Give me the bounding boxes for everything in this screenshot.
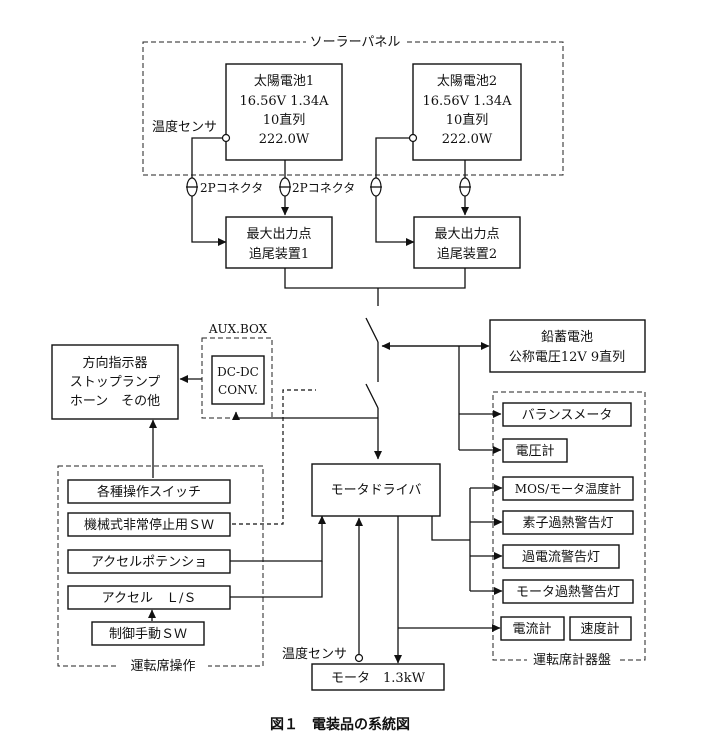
accessories-line1: 方向指示器: [82, 355, 147, 371]
ammeter-box: [500, 616, 565, 641]
balance-meter-label: バランスメータ: [522, 408, 613, 423]
ammeter-label: 電流計: [512, 621, 551, 637]
accelerator-ls-box: [67, 585, 231, 610]
balance-meter-box: [502, 402, 632, 427]
voltmeter-label: 電圧計: [515, 443, 554, 459]
mppt-1-box: [225, 216, 333, 269]
accelerator-pot-box: [67, 549, 231, 574]
battery-line1: 鉛蓄電池: [541, 330, 593, 345]
dcdc-line2: CONV.: [218, 383, 258, 397]
emergency-stop-switch-box: [67, 512, 231, 537]
aux-box-label: AUX.BOX: [208, 322, 268, 336]
overcurrent-warning-box: [502, 544, 620, 569]
solar-cell-2-spec: 16.56V 1.34A: [422, 94, 512, 109]
temperature-meter-label: MOS/モータ温度計: [515, 481, 621, 496]
solar-cell-2-box: [412, 63, 522, 161]
solar-cell-1-series: 10直列: [263, 113, 306, 128]
driver-ops-group-label: 運転席操作: [130, 658, 195, 674]
accessories-box: [51, 344, 179, 420]
speedometer-label: 速度計: [580, 621, 619, 637]
motor-driver-box: [311, 463, 441, 517]
solar-cell-1-spec: 16.56V 1.34A: [239, 94, 329, 109]
solar-temp-sensor-node: [221, 133, 231, 143]
motor-box: [311, 663, 445, 691]
speedometer-box: [569, 616, 632, 641]
accelerator-pot-label: アクセルポテンショ: [91, 555, 207, 570]
connector1-label: 2Pコネクタ: [200, 181, 263, 195]
battery-box: [489, 319, 646, 373]
overcurrent-warning-label: 過電流警告灯: [522, 549, 600, 565]
solar-cell-1-power: 222.0W: [259, 132, 310, 147]
accessories-line3: ホーン その他: [70, 394, 160, 409]
motor-overheat-warning-box: [502, 579, 634, 604]
figure-caption: 図１ 電装品の系統図: [270, 716, 410, 733]
dcdc-converter-box: [211, 355, 265, 405]
solar-cell-2-series: 10直列: [446, 113, 489, 128]
connector-symbols: [186, 177, 471, 197]
mppt-2-box: [413, 216, 521, 269]
panel2-node: [408, 133, 418, 143]
element-overheat-warning-label: 素子過熱警告灯: [522, 515, 613, 531]
accelerator-ls-label: アクセル Ｌ/Ｓ: [102, 591, 197, 606]
temperature-meter-box: [502, 476, 634, 501]
mppt-2-line1: 最大出力点: [434, 227, 499, 242]
solar-temp-sensor-label: 温度センサ: [152, 119, 217, 135]
solar-cell-2-title: 太陽電池2: [437, 74, 497, 89]
manual-control-switch-label: 制御手動ＳＷ: [109, 627, 187, 642]
voltmeter-box: [502, 438, 568, 463]
connector2-label: 2Pコネクタ: [292, 181, 355, 195]
dcdc-line1: DC-DC: [217, 365, 259, 379]
mppt-1-line2: 追尾装置1: [249, 246, 309, 262]
element-overheat-warning-box: [502, 510, 634, 535]
motor-driver-label: モータドライバ: [331, 483, 422, 498]
battery-line2: 公称電圧12V 9直列: [509, 350, 625, 365]
solar-panel-group-label: ソーラーパネル: [310, 35, 401, 50]
solar-cell-1-box: [225, 63, 343, 161]
motor-temp-sensor-label: 温度センサ: [282, 646, 347, 662]
accessories-line2: ストップランプ: [70, 375, 161, 390]
operation-switches-box: [67, 479, 231, 504]
mppt-2-line2: 追尾装置2: [437, 246, 497, 262]
solar-cell-1-title: 太陽電池1: [254, 74, 314, 89]
motor-label: モータ 1.3kW: [331, 671, 426, 686]
mppt-1-line1: 最大出力点: [246, 227, 311, 242]
manual-control-switch-box: [91, 621, 205, 646]
motor-overheat-warning-label: モータ過熱警告灯: [516, 584, 620, 600]
solar-cell-2-power: 222.0W: [442, 132, 493, 147]
operation-switches-label: 各種操作スイッチ: [97, 484, 201, 500]
instrument-panel-group-label: 運転席計器盤: [533, 652, 611, 668]
emergency-stop-switch-label: 機械式非常停止用ＳＷ: [84, 517, 214, 533]
motor-temp-sensor-node: [354, 653, 364, 663]
